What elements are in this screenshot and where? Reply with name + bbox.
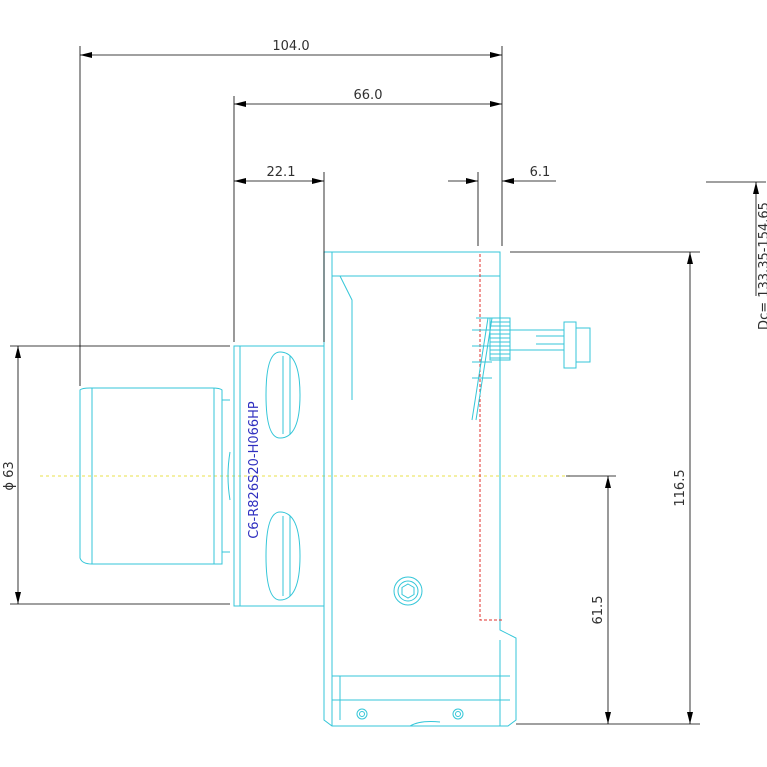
- dim-flange-offset: 22.1: [234, 165, 324, 184]
- dim-shank-diameter-label: ϕ 63: [2, 461, 17, 490]
- dim-overall-length-label: 104.0: [272, 39, 309, 54]
- dim-total-height-label: 116.5: [673, 469, 688, 506]
- part-number-label: C6-R826S20-H066HP: [247, 401, 262, 539]
- dim-overall-length: 104.0: [80, 39, 502, 58]
- dim-center-height: 61.5: [591, 476, 611, 724]
- dim-center-height-label: 61.5: [591, 596, 606, 625]
- dim-cutting-diameter-label: Dc= 133.35-154.65: [757, 202, 767, 330]
- dim-flange-offset-label: 22.1: [267, 165, 296, 180]
- shank: [79, 387, 231, 565]
- dim-head-length: 66.0: [234, 88, 502, 107]
- dim-tip-offset: 6.1: [448, 165, 556, 184]
- dim-head-length-label: 66.0: [354, 88, 383, 103]
- flange: [233, 345, 325, 607]
- dim-total-height: 116.5: [673, 252, 693, 724]
- hidden-line: [479, 254, 502, 621]
- dim-tip-offset-label: 6.1: [530, 165, 551, 180]
- head-body: [323, 251, 517, 727]
- dim-shank-diameter: ϕ 63: [2, 346, 21, 604]
- cartridge: [471, 317, 591, 421]
- dim-cutting-diameter: Dc= 133.35-154.65: [753, 182, 767, 330]
- extension-lines: [10, 46, 766, 725]
